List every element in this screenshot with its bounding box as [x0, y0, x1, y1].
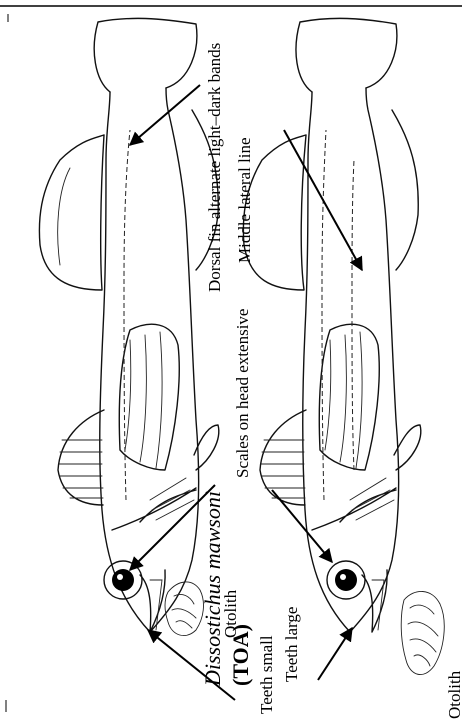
- fish-mawsoni-jaw: [140, 570, 165, 632]
- label-teeth-small: Teeth small: [258, 635, 275, 714]
- fish-eleginoides-pectoral-fin: [319, 324, 379, 470]
- label-middle-lateral-line: Middle lateral line: [236, 137, 253, 263]
- fish-mawsoni-dorsal-fin: [39, 135, 104, 290]
- fish-eleginoides-pupil-highlight: [340, 574, 346, 580]
- fish-mawsoni-pupil: [112, 569, 134, 591]
- fish-mawsoni-pupil-highlight: [117, 574, 123, 580]
- fish-eleginoides-upper-lateral-line: [322, 130, 326, 500]
- fish-eleginoides: [243, 18, 444, 674]
- label-otolith-top: Otolith: [222, 590, 239, 638]
- fish-eleginoides-caudal-fin: [296, 18, 397, 92]
- label-otolith-bottom: Otolith: [446, 671, 462, 719]
- fish-eleginoides-pectoral-rays: [325, 332, 362, 468]
- fish-eleginoides-middle-lateral-line: [352, 160, 354, 470]
- fish-mawsoni-pectoral-fin: [119, 324, 179, 470]
- fish-eleginoides-body-outline: [303, 88, 399, 632]
- fish-eleginoides-otolith-texture: [408, 605, 438, 666]
- fish-mawsoni-lateral-line: [124, 130, 130, 500]
- fish-mawsoni-caudal-fin: [94, 18, 197, 92]
- fish-eleginoides-spiny-dorsal-fin: [260, 410, 306, 505]
- fish-mawsoni-otolith: [165, 582, 203, 636]
- fish-eleginoides-gill-rays: [350, 478, 394, 520]
- fish-mawsoni-dorsal-fin-band: [58, 168, 70, 265]
- label-teeth-large: Teeth large: [283, 607, 300, 682]
- fish-eleginoides-anal-fin: [392, 110, 418, 270]
- arrow-teeth-large: [318, 628, 352, 680]
- fish-mawsoni: [39, 18, 218, 635]
- arrow-dorsal-fin: [130, 85, 200, 145]
- species-name: Dissostichus mawsoni: [202, 491, 224, 686]
- arrow-middle-lateral-line: [284, 130, 362, 270]
- fish-mawsoni-spiny-dorsal-fin: [58, 410, 104, 505]
- fish-eleginoides-pupil: [335, 569, 357, 591]
- fish-eleginoides-otolith: [401, 591, 444, 674]
- fish-mawsoni-pectoral-rays: [125, 332, 162, 468]
- label-dorsal-fin: Dorsal fin alternate light–dark bands: [206, 43, 223, 292]
- label-scales-on-head: Scales on head extensive: [234, 309, 251, 478]
